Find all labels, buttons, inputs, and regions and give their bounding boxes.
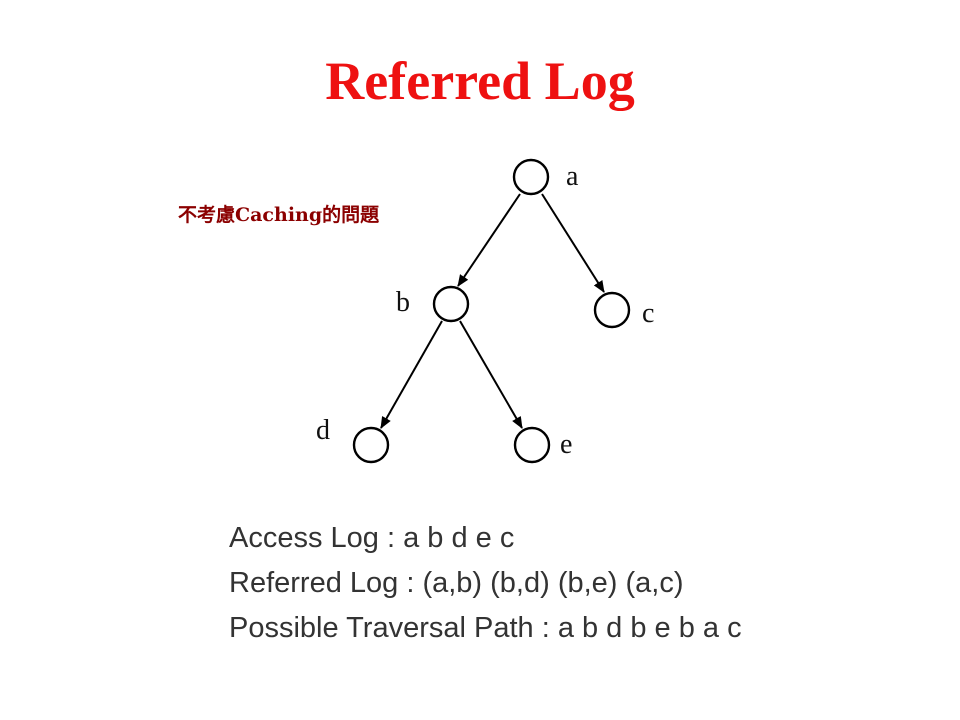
edge-a-b [457,193,521,287]
caching-note: 不考慮Caching的問題 [178,204,380,226]
slide-title: Referred Log [325,51,635,111]
edge-a-c [541,193,605,293]
traversal-path: Possible Traversal Path : a b d b e b a … [229,612,742,644]
node-label-d: d [316,415,330,446]
node-d [352,426,390,464]
access-log: Access Log : a b d e c [229,522,515,554]
edge-b-d [380,320,443,429]
referred-log: Referred Log : (a,b) (b,d) (b,e) (a,c) [229,567,684,599]
node-label-c: c [642,298,654,329]
node-label-e: e [560,429,572,460]
node-a [512,158,550,196]
node-e [513,426,551,464]
node-b [432,285,470,323]
edge-b-e [459,320,523,429]
log-list: Access Log : a b d e c Referred Log : (a… [229,516,742,651]
node-c [593,291,631,329]
node-label-b: b [396,287,410,318]
node-label-a: a [566,161,579,192]
